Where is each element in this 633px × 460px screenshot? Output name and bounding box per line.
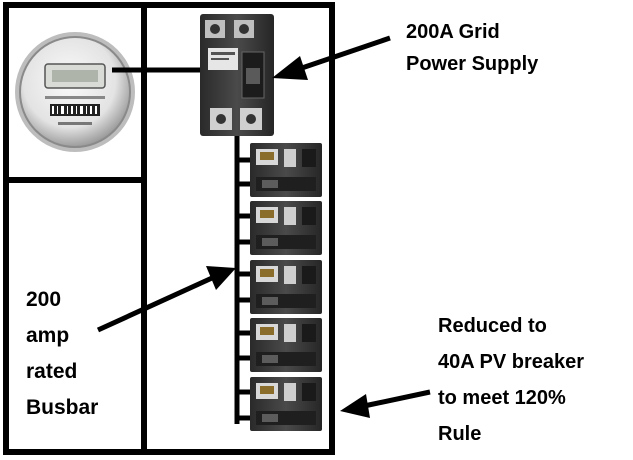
pv-breaker-label: Reduced to 40A PV breaker to meet 120% R… [438,308,584,452]
electric-meter-icon [15,32,135,152]
busbar-label-line: Busbar [26,396,99,419]
branch-breaker-3-icon [250,260,322,314]
busbar-label-line: amp [26,324,70,347]
branch-breaker-2-icon [250,201,322,255]
busbar-label: 200 amp rated Busbar [26,282,98,426]
pv-breaker-arrow [340,389,431,418]
main-breaker-icon [200,14,274,136]
pv-breaker-label-line: to meet 120% [438,387,566,409]
grid-supply-arrow [272,35,391,80]
branch-breaker-4-icon [250,318,322,372]
busbar-label-line: rated [26,360,78,383]
grid-supply-label-line: Power Supply [406,53,539,75]
busbar-label-line: 200 [26,288,62,311]
busbar-arrow [96,266,236,333]
pv-breaker-label-line: Rule [438,423,482,445]
pv-breaker-label-line: Reduced to [438,315,547,337]
grid-supply-label: 200A Grid Power Supply [406,16,538,80]
breaker-box [141,2,335,455]
pv-breaker-icon [250,377,322,431]
busbar-line [234,136,252,424]
panel-frame [3,2,335,455]
branch-breaker-1-icon [250,143,322,197]
pv-breaker-label-line: 40A PV breaker [438,351,585,373]
grid-supply-label-line: 200A Grid [406,21,500,43]
